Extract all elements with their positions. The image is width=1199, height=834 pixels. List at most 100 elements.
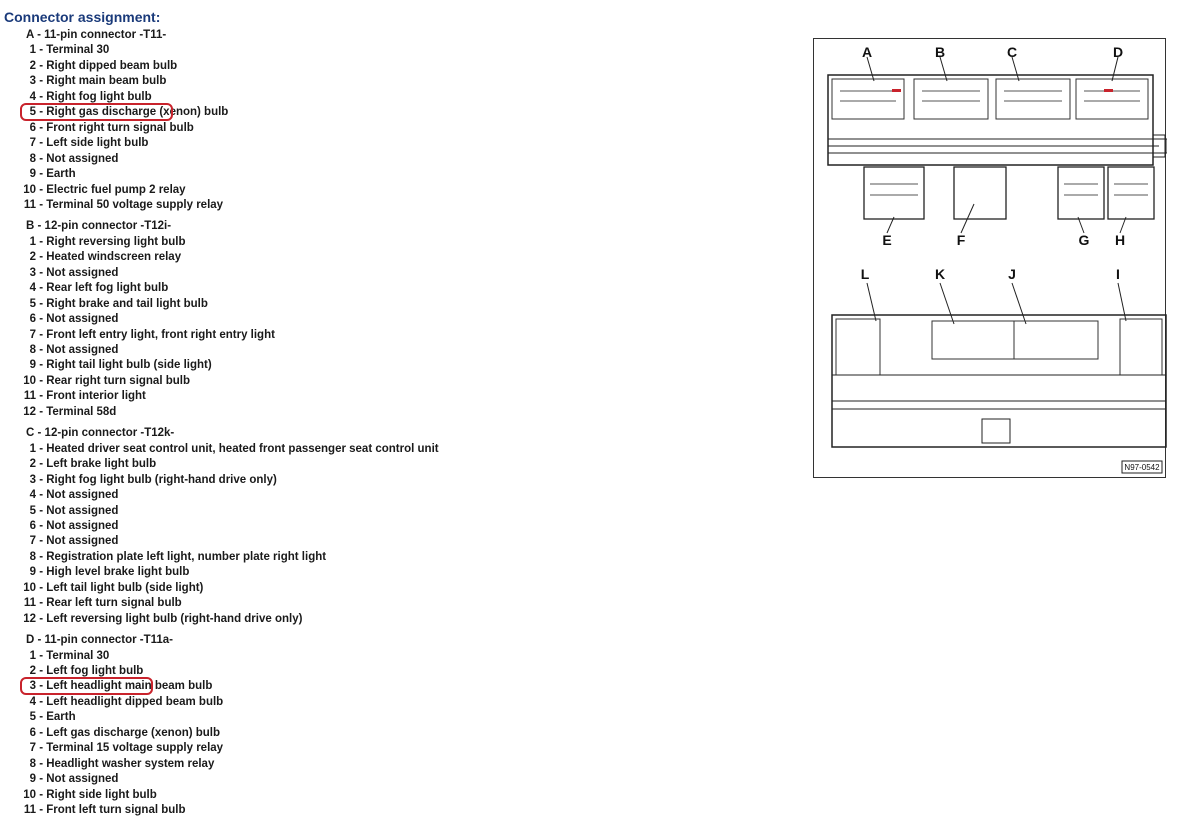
diagram-drawing <box>827 56 1167 474</box>
pin-row: 10 - Rear right turn signal bulb <box>18 374 190 389</box>
pin-row: 4 - Not assigned <box>18 488 119 503</box>
connector-id: D <box>26 634 35 647</box>
pin-row: 1 - Heated driver seat control unit, hea… <box>18 442 439 457</box>
pin-function: Terminal 15 voltage supply relay <box>46 742 224 755</box>
pin-number: 2 <box>29 59 36 72</box>
pin-number: 9 <box>29 359 36 372</box>
pin-number: 5 <box>29 297 36 310</box>
pin-number: 1 <box>29 235 36 248</box>
connector-header: D - 11-pin connector -T11a- <box>26 634 173 647</box>
pin-function: Heated windscreen relay <box>46 251 182 264</box>
connector-label-A: A <box>862 44 872 60</box>
highlight-box <box>20 103 173 122</box>
pin-row: 11 - Front left turn signal bulb <box>18 803 186 818</box>
pin-row: 9 - Earth <box>18 167 76 182</box>
pin-function: High level brake light bulb <box>46 566 190 579</box>
pin-row: 2 - Heated windscreen relay <box>18 250 182 265</box>
pin-number: 11 <box>23 597 36 610</box>
pin-row: 3 - Not assigned <box>18 266 119 281</box>
pin-row: 3 - Left headlight main beam bulb <box>18 679 213 694</box>
pin-row: 8 - Headlight washer system relay <box>18 757 215 772</box>
pin-number: 4 <box>29 90 36 103</box>
pin-function: Terminal 30 <box>46 649 110 662</box>
connector-id: A <box>26 29 34 41</box>
pin-number: 7 <box>29 535 36 548</box>
pin-function: Left brake light bulb <box>46 458 157 471</box>
pin-number: 8 <box>29 550 36 563</box>
connector-label-H: H <box>1115 232 1125 248</box>
pin-number: 6 <box>29 519 36 532</box>
pin-row: 11 - Rear left turn signal bulb <box>18 596 182 611</box>
pin-function: Front right turn signal bulb <box>46 121 194 134</box>
connector-title: 11-pin connector -T11- <box>44 29 167 41</box>
pin-number: 6 <box>29 726 36 739</box>
pin-row: 1 - Terminal 30 <box>18 649 110 664</box>
pin-number: 3 <box>29 266 36 279</box>
pin-function: Left fog light bulb <box>46 665 144 677</box>
pin-function: Front left turn signal bulb <box>46 804 186 817</box>
pin-function: Left headlight dipped beam bulb <box>46 695 224 708</box>
pin-function: Not assigned <box>46 313 119 326</box>
pin-number: 7 <box>29 742 36 755</box>
pin-function: Not assigned <box>46 344 119 356</box>
pin-function: Not assigned <box>46 152 119 165</box>
pin-row: 9 - Not assigned <box>18 772 119 787</box>
pin-row: 6 - Not assigned <box>18 312 119 327</box>
pin-function: Not assigned <box>46 773 119 786</box>
pin-number: 2 <box>29 251 36 264</box>
pin-number: 1 <box>29 44 36 57</box>
pin-function: Rear left fog light bulb <box>46 282 169 295</box>
pin-row: 5 - Right brake and tail light bulb <box>18 297 208 312</box>
pin-number: 8 <box>29 344 36 356</box>
pin-row: 7 - Terminal 15 voltage supply relay <box>18 741 223 756</box>
connector-label-C: C <box>1007 44 1017 60</box>
pin-function: Not assigned <box>46 504 119 517</box>
connector-label-I: I <box>1116 266 1120 282</box>
connector-label-G: G <box>1079 232 1090 248</box>
pin-number: 11 <box>23 198 36 211</box>
pin-function: Right dipped beam bulb <box>46 59 178 72</box>
pin-function: Front left entry light, front right entr… <box>46 328 275 341</box>
pin-number: 6 <box>29 313 36 326</box>
pin-row: 6 - Front right turn signal bulb <box>18 121 194 136</box>
pin-number: 8 <box>29 152 36 165</box>
pin-row: 4 - Rear left fog light bulb <box>18 281 169 296</box>
connector-id: C <box>26 427 35 440</box>
pin-function: Not assigned <box>46 266 119 279</box>
connector-header: C - 12-pin connector -T12k- <box>26 427 175 440</box>
connector-title: 12-pin connector -T12k- <box>44 427 175 440</box>
pin-number: 10 <box>23 581 36 594</box>
pin-function: Right fog light bulb <box>46 90 152 103</box>
page-title: Connector assignment: <box>4 9 161 25</box>
pin-number: 11 <box>23 390 36 403</box>
pin-number: 5 <box>29 504 36 517</box>
connector-label-J: J <box>1008 266 1016 282</box>
pin-row: 9 - High level brake light bulb <box>18 565 190 580</box>
pin-function: Left reversing light bulb (right-hand dr… <box>46 612 303 625</box>
pin-row: 3 - Right fog light bulb (right-hand dri… <box>18 473 277 488</box>
pin-function: Rear left turn signal bulb <box>46 597 182 610</box>
pin-row: 11 - Terminal 50 voltage supply relay <box>18 198 223 213</box>
pin-function: Not assigned <box>46 535 119 548</box>
pin-number: 3 <box>29 75 36 88</box>
connector-title: 12-pin connector -T12i- <box>44 220 172 233</box>
pin-row: 10 - Electric fuel pump 2 relay <box>18 183 185 198</box>
pin-row: 6 - Not assigned <box>18 519 119 534</box>
pin-function: Not assigned <box>46 519 119 532</box>
pin-number: 2 <box>29 458 36 471</box>
connector-label-F: F <box>957 232 966 248</box>
pin-row: 7 - Not assigned <box>18 534 119 549</box>
pin-row: 4 - Left headlight dipped beam bulb <box>18 695 224 710</box>
pin-function: Right main beam bulb <box>46 75 167 88</box>
pin-number: 3 <box>29 680 36 693</box>
pin-row: 5 - Right gas discharge (xenon) bulb <box>18 105 229 120</box>
connector-id: B <box>26 220 35 233</box>
pin-row: 4 - Right fog light bulb <box>18 90 152 105</box>
connector-label-B: B <box>935 44 945 60</box>
connector-header: A - 11-pin connector -T11- <box>26 29 167 41</box>
pin-number: 7 <box>29 328 36 341</box>
pin-function: Right brake and tail light bulb <box>46 297 208 310</box>
pin-number: 12 <box>23 612 36 625</box>
pin-row: 8 - Registration plate left light, numbe… <box>18 550 326 565</box>
